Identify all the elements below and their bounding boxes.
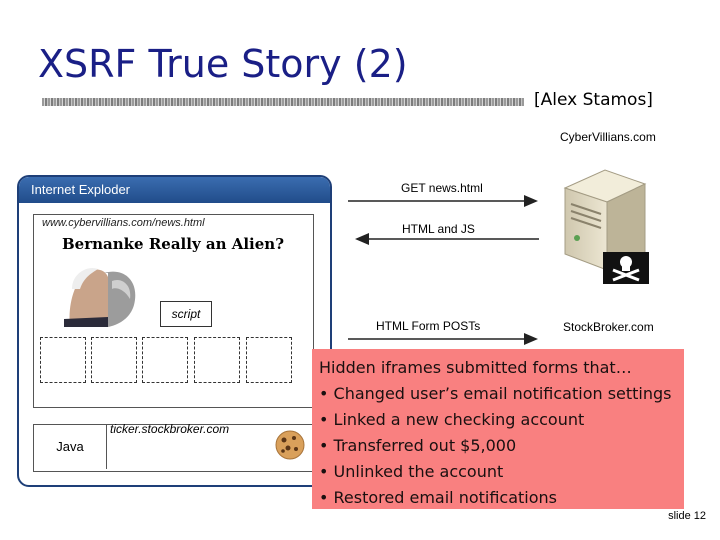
alien-photo-icon (64, 259, 144, 327)
script-box: script (160, 301, 212, 327)
browser-title: Internet Exploder (19, 177, 330, 203)
hidden-iframe (194, 337, 240, 383)
cookie-icon (275, 430, 305, 460)
ticker-url: ticker.stockbroker.com (110, 422, 230, 436)
summary-intro: Hidden iframes submitted forms that… (319, 358, 632, 377)
arrow-label-form-posts: HTML Form POSTs (376, 319, 481, 333)
summary-item: • Linked a new checking account (319, 410, 585, 429)
hidden-iframe (246, 337, 292, 383)
title-underline (42, 98, 524, 106)
summary-item: • Restored email notifications (319, 488, 557, 507)
arrow-right-icon (348, 195, 538, 207)
summary-item: • Changed user’s email notification sett… (319, 384, 672, 403)
summary-item: • Unlinked the account (319, 462, 504, 481)
summary-item: • Transferred out $5,000 (319, 436, 517, 455)
ticker-frame: Java ticker.stockbroker.com (33, 422, 330, 472)
arrow-left-icon (355, 233, 539, 245)
browser-window: Internet Exploder www.cybervillians.com/… (17, 175, 332, 487)
hidden-iframe (40, 337, 86, 383)
attack-summary-box: Hidden iframes submitted forms that… • C… (312, 349, 684, 509)
news-headline: Bernanke Really an Alien? (62, 235, 284, 253)
citation: [Alex Stamos] (534, 90, 653, 110)
slide-number: slide 12 (668, 510, 706, 522)
server-icon (563, 169, 649, 284)
news-frame: www.cybervillians.com/news.html Bernanke… (33, 214, 314, 408)
hidden-iframe (142, 337, 188, 383)
arrow-right-icon (348, 333, 538, 345)
news-url: www.cybervillians.com/news.html (42, 217, 205, 229)
arrow-label-get: GET news.html (401, 181, 483, 195)
java-applet: Java (34, 425, 107, 469)
server-label-cybervillians: CyberVillians.com (560, 130, 656, 144)
slide-title: XSRF True Story (2) (38, 42, 408, 86)
hidden-iframe (91, 337, 137, 383)
arrow-label-html-js: HTML and JS (402, 222, 475, 236)
server-label-stockbroker: StockBroker.com (563, 320, 654, 334)
